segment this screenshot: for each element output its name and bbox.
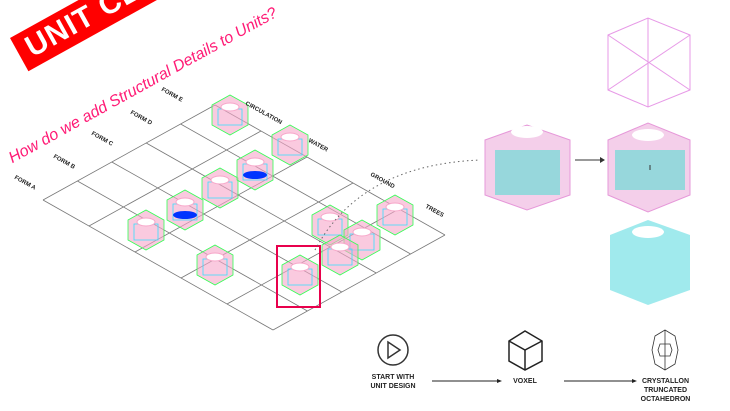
flow-step-start: START WITH UNIT DESIGN: [370, 374, 416, 390]
voxel-cube-detail: [484, 124, 571, 211]
unit-cell: [321, 234, 359, 276]
isometric-grid: [42, 104, 446, 331]
truncated-octahedron-icon: [651, 329, 679, 371]
flow-step-crystallon: CRYSTALLON TRUNCATED OCTAHEDRON: [640, 378, 691, 403]
unit-cell: [211, 94, 249, 136]
truncated-octahedron-wire: [607, 17, 691, 108]
unit-cell: [281, 254, 319, 296]
flow-step-voxel: VOXEL: [513, 378, 537, 385]
grid-line: [77, 180, 308, 312]
grid-line: [272, 234, 446, 331]
selected-cell-highlight: [276, 245, 321, 308]
grid-line: [42, 104, 216, 201]
unit-cell: [271, 124, 309, 166]
structural-layer: [610, 220, 690, 305]
unit-cell: [196, 244, 234, 286]
water-element: [243, 171, 267, 179]
unit-cell: [127, 209, 165, 251]
unit-cell: [311, 204, 349, 246]
dotted-connector: [314, 159, 481, 251]
grid-line: [42, 199, 274, 331]
unit-cell: [166, 189, 204, 231]
voxel-cube-icon: [508, 330, 543, 371]
unit-cell: [376, 194, 414, 236]
play-icon: [377, 334, 409, 366]
assembled-unit: [607, 122, 691, 213]
unit-cell: [236, 149, 274, 191]
unit-cells: [127, 94, 414, 296]
water-element: [173, 211, 197, 219]
grid-line: [88, 130, 262, 227]
unit-cell: [201, 167, 239, 209]
